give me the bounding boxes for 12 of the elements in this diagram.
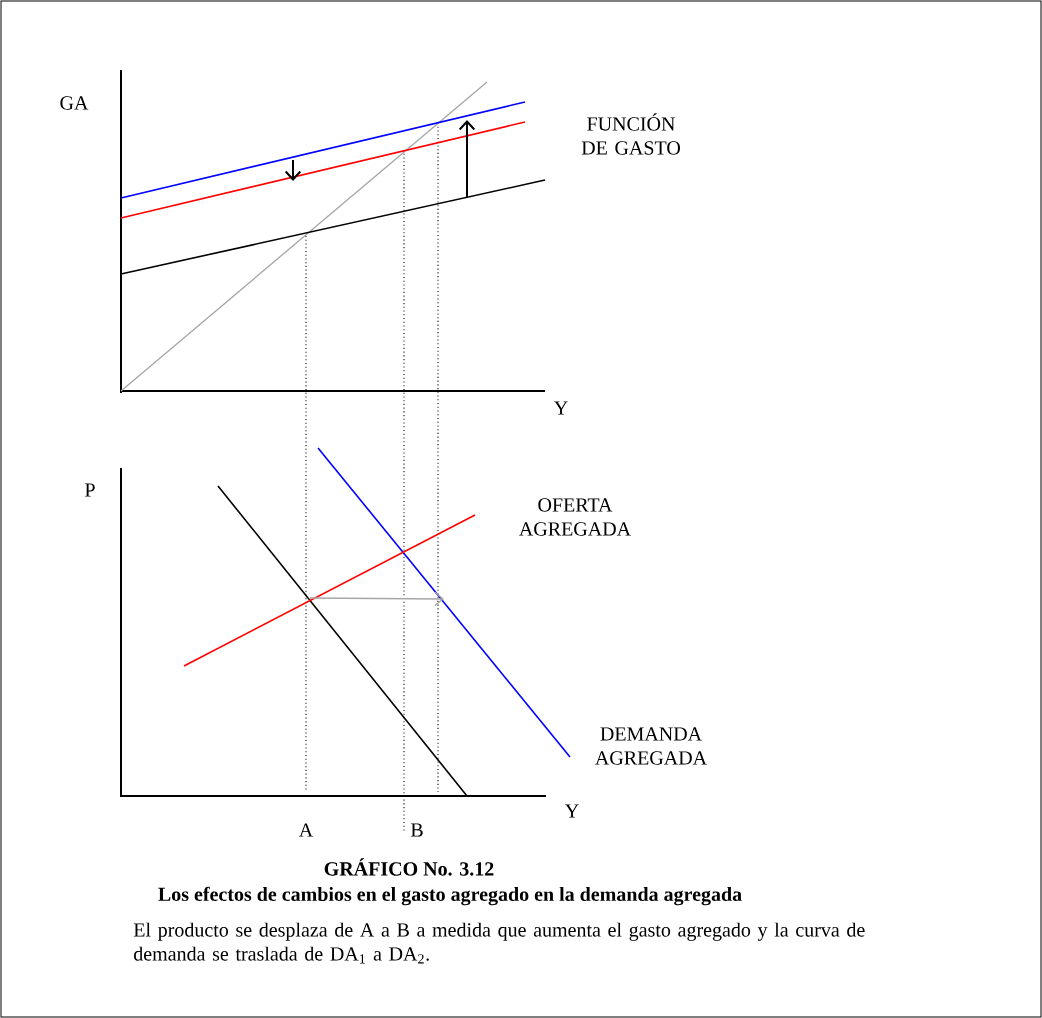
curve-label: OFERTA AGREGADA bbox=[519, 498, 631, 536]
figure-caption: Los efectos de cambios en el gasto agregado en la demanda agregada bbox=[158, 886, 742, 906]
curve-label: DEMANDA AGREGADA bbox=[595, 727, 707, 765]
tick-label: B bbox=[410, 823, 423, 837]
axis-label: P bbox=[85, 483, 95, 497]
figure-title: GRÁFICO No. 3.12 bbox=[324, 858, 494, 876]
axis-label: Y bbox=[554, 401, 568, 415]
tick-label: A bbox=[298, 823, 314, 837]
axis-label: Y bbox=[565, 804, 579, 818]
explanation-text: El producto se desplaza de A a B a medida que aumenta el gasto agregado y la curva de demanda se traslada de DA$_{1}$ a DA$_{2}$. bbox=[133, 922, 865, 964]
axis-label: GA bbox=[60, 96, 89, 110]
curve-label: FUNCIÓN DE GASTO bbox=[581, 113, 680, 155]
